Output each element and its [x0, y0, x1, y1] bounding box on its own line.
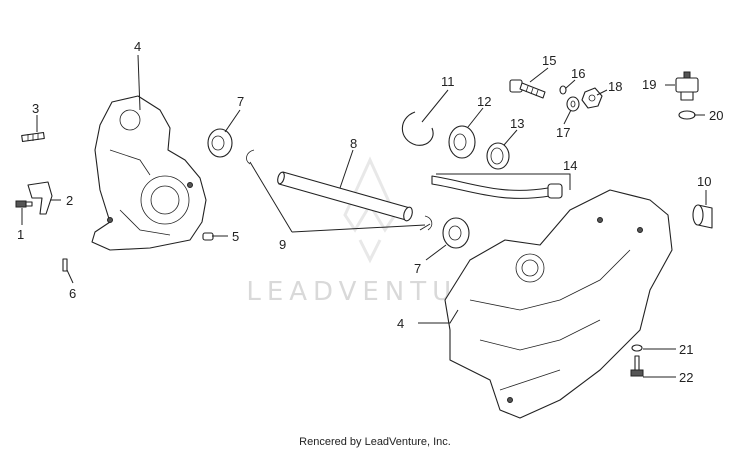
callout-11: 11 [441, 74, 455, 89]
callout-17: 17 [556, 125, 570, 140]
footer-credit: Rencered by LeadVenture, Inc. [299, 436, 451, 448]
part-12-bearing [448, 125, 476, 159]
callout-20: 20 [709, 108, 723, 123]
leader-lines [21, 54, 707, 378]
callout-16: 16 [571, 66, 585, 81]
part-22-bolt [630, 355, 644, 377]
callout-7-bottom: 7 [414, 261, 421, 276]
part-20-seal-ring [678, 110, 696, 120]
callout-4-top: 4 [134, 39, 141, 54]
left-crankcase-half [91, 95, 207, 251]
part-16-o-ring [559, 85, 567, 95]
callout-21: 21 [679, 342, 693, 357]
callout-19: 19 [642, 77, 656, 92]
part-1-screw [15, 200, 33, 208]
part-6-pin [62, 258, 68, 272]
callout-7-top: 7 [237, 94, 244, 109]
callout-5: 5 [232, 229, 239, 244]
callout-3: 3 [32, 101, 39, 116]
part-17-washer [566, 96, 580, 112]
callout-labels: 4 3 2 1 5 6 7 8 9 11 12 13 14 15 16 17 1… [17, 39, 723, 385]
part-5-dowel [202, 232, 214, 241]
callout-10: 10 [697, 174, 711, 189]
callout-13: 13 [510, 116, 524, 131]
right-crankcase-half [444, 189, 673, 419]
callout-22: 22 [679, 370, 693, 385]
callout-12: 12 [477, 94, 491, 109]
part-19-sensor [675, 71, 699, 101]
part-11-circlip [401, 111, 434, 146]
part-21-washer [631, 344, 643, 352]
callout-15: 15 [542, 53, 556, 68]
part-9-circlip-left [246, 149, 255, 165]
callout-8: 8 [350, 136, 357, 151]
callout-14: 14 [563, 158, 577, 173]
callout-6: 6 [69, 286, 76, 301]
callout-18: 18 [608, 79, 622, 94]
callout-2: 2 [66, 193, 73, 208]
part-7-bearing-bottom [442, 217, 470, 249]
part-3-bolt [21, 131, 45, 143]
part-7-bearing-top [207, 128, 233, 158]
part-13-oil-seal [486, 142, 510, 170]
part-14-breather-hose [431, 175, 563, 199]
part-10-bushing [692, 204, 713, 229]
part-15-bolt [509, 79, 546, 99]
part-2-bracket [27, 181, 53, 215]
callout-4-bottom: 4 [397, 316, 404, 331]
part-18-nut [581, 87, 603, 109]
callout-9: 9 [279, 237, 286, 252]
callout-1: 1 [17, 227, 24, 242]
part-8-shaft [277, 171, 413, 222]
part-9-circlip-right [424, 215, 433, 231]
